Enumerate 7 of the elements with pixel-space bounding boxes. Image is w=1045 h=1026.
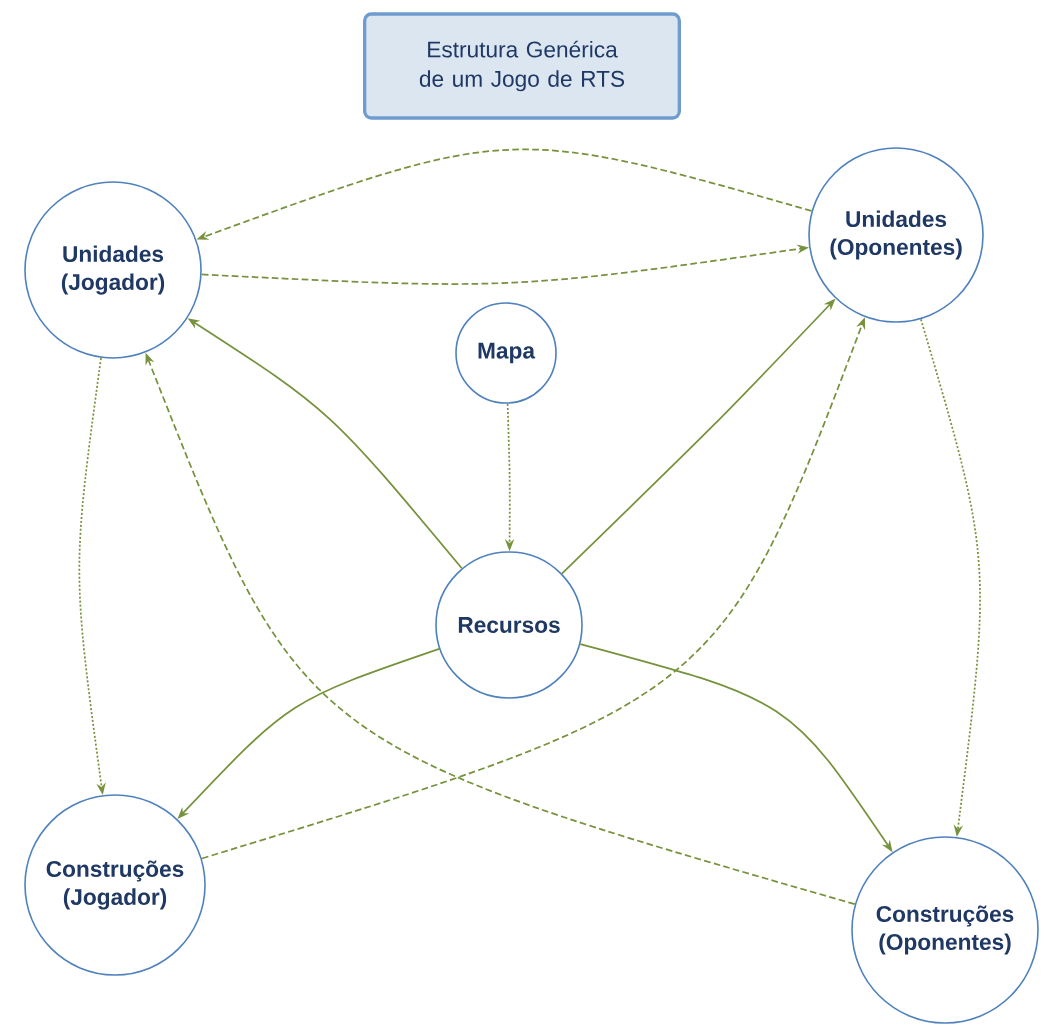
circle-node: Construções (Jogador) [24, 794, 206, 976]
circle-node: Mapa [455, 302, 557, 404]
circle-node: Recursos [435, 551, 583, 699]
circle-node: Unidades (Jogador) [24, 181, 202, 359]
title-box: Estrutura Genérica de um Jogo de RTS [363, 12, 681, 120]
circle-node: Construções (Oponentes) [851, 836, 1039, 1024]
circle-node: Unidades (Oponentes) [808, 147, 984, 323]
